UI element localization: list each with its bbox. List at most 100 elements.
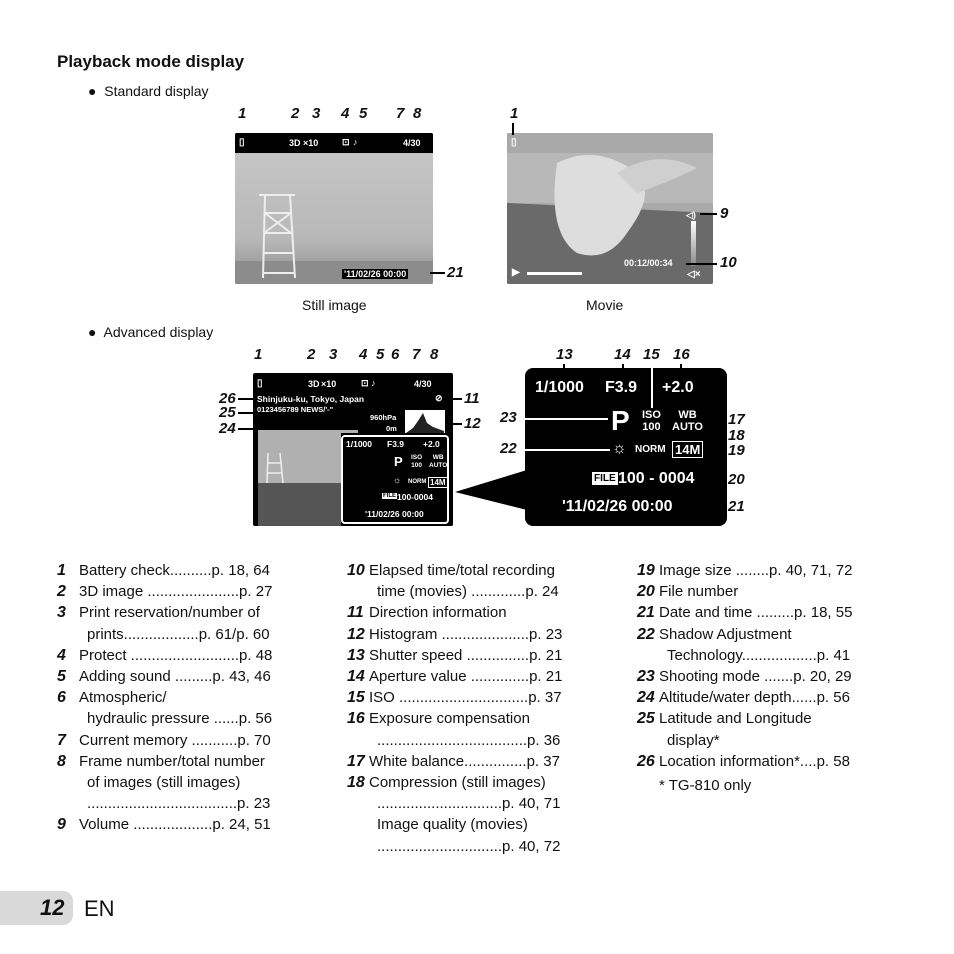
legend-text: Battery check..........p. 18, 64 — [79, 562, 270, 579]
legend-text: time (movies) .............p. 24 — [377, 583, 559, 601]
frame-number: 4/30 — [414, 379, 432, 389]
callout-7: 7 — [412, 346, 421, 363]
legend-text: Elapsed time/total recording — [369, 562, 555, 579]
callout-25: 25 — [219, 404, 236, 421]
movie-screen: ▯ ◁) ▶ 00:12/00:34 ◁× — [507, 133, 713, 284]
callout-9: 9 — [720, 205, 729, 222]
compression-indicator: NORM — [635, 444, 666, 455]
legend-item: Image quality (movies) — [347, 814, 562, 835]
iso-value: 100 — [642, 421, 661, 433]
leader-line — [622, 364, 624, 382]
legend-number: 24 — [637, 689, 655, 707]
callout-2: 2 — [307, 346, 316, 363]
battery-icon: ▯ — [511, 137, 517, 148]
legend-text: Histogram .....................p. 23 — [369, 625, 563, 643]
callout-19: 19 — [728, 442, 745, 459]
still-image-caption: Still image — [302, 297, 367, 313]
print-reservation: ×10 — [303, 138, 319, 148]
legend-number: 6 — [57, 689, 66, 707]
callout-12: 12 — [464, 415, 481, 432]
frame-number: 4/30 — [403, 138, 421, 148]
altitude-value: 0m — [386, 424, 397, 433]
legend-text: Image quality (movies) — [377, 816, 528, 834]
wb-value: AUTO — [672, 421, 703, 433]
legend-text: Compression (still images) — [369, 774, 546, 792]
legend-number: 25 — [637, 710, 655, 728]
shooting-mode: P — [394, 454, 403, 469]
callout-4: 4 — [359, 346, 368, 363]
legend-text: Date and time .........p. 18, 55 — [659, 604, 853, 622]
leader-line — [448, 423, 462, 425]
volume-bar[interactable] — [691, 221, 696, 266]
leader-line — [563, 364, 565, 382]
wb-label: WB — [678, 409, 697, 421]
callout-7: 7 — [396, 105, 405, 122]
shooting-info-panel — [341, 435, 449, 524]
advanced-display-bullet: ● Advanced display — [88, 324, 213, 340]
play-icon[interactable]: ▶ — [512, 267, 520, 278]
shadow-adjust-icon: ☼ — [393, 475, 402, 485]
legend-number: 23 — [637, 668, 655, 686]
page-number: 12 — [40, 895, 65, 920]
page-language: EN — [84, 896, 115, 921]
legend-number: 9 — [57, 816, 66, 834]
legend-number: 21 — [637, 604, 655, 622]
callout-26: 26 — [219, 390, 236, 407]
wb-value: AUTO — [429, 462, 448, 469]
leader-line — [651, 364, 653, 408]
legend-text: White balance...............p. 37 — [369, 752, 560, 770]
leader-line — [680, 364, 682, 382]
progress-bar[interactable] — [527, 272, 582, 275]
leader-line — [700, 420, 726, 422]
legend-number: 8 — [57, 752, 66, 770]
callout-1: 1 — [254, 346, 263, 363]
callout-3: 3 — [329, 346, 338, 363]
location-info: Shinjuku-ku, Tokyo, Japan — [257, 394, 365, 404]
callout-18: 18 — [728, 427, 745, 444]
callout-3: 3 — [312, 105, 321, 122]
callout-1: 1 — [510, 105, 519, 122]
latlong-info: 0123456789 NEWS/'-" — [257, 405, 334, 414]
battery-icon: ▯ — [257, 378, 263, 389]
sound-icon: ♪ — [353, 137, 358, 147]
callout-5: 5 — [359, 105, 368, 122]
compass-icon: ⊘ — [435, 393, 443, 403]
callout-13: 13 — [556, 346, 573, 363]
protect-icon: ⊡ — [342, 137, 350, 147]
leader-line — [660, 436, 726, 438]
legend-number: 3 — [57, 604, 66, 622]
shutter-speed: 1/1000 — [346, 439, 372, 449]
legend-text: Shutter speed ...............p. 21 — [369, 646, 563, 664]
movie-caption: Movie — [586, 297, 624, 313]
legend-text: prints..................p. 61/p. 60 — [87, 625, 270, 643]
legend-text: Aperture value ..............p. 21 — [369, 668, 563, 686]
protect-icon: ⊡ — [361, 378, 369, 388]
iso-label: ISO — [642, 409, 661, 421]
legend-item: 8 Frame number/total number — [57, 751, 272, 772]
leader-line — [238, 428, 386, 430]
callout-4: 4 — [341, 105, 350, 122]
standard-display-bullet: ● Standard display — [88, 83, 209, 99]
legend-text: Altitude/water depth......p. 56 — [659, 689, 850, 707]
legend-text: Shooting mode .......p. 20, 29 — [659, 668, 852, 686]
zoom-pointer — [455, 470, 527, 510]
leader-line — [702, 480, 726, 482]
mute-icon: ◁× — [687, 269, 701, 280]
callout-23: 23 — [500, 409, 517, 426]
legend-item: Technology..................p. 41 — [637, 645, 852, 666]
legend-text: Frame number/total number — [79, 752, 265, 770]
volume-icon: ◁) — [686, 210, 696, 220]
legend-text: ISO ...............................p. 37 — [369, 689, 562, 707]
exposure-comp: +2.0 — [662, 379, 694, 396]
